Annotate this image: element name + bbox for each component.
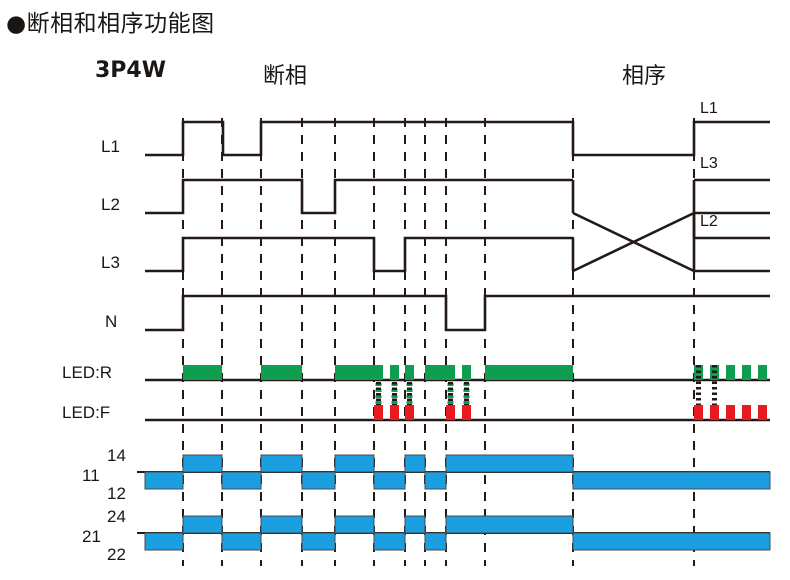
relay-terminal-24: 24 [107, 507, 126, 526]
waveform-l2-crossed [572, 211, 770, 273]
relay-21-block-0 [144, 532, 184, 551]
row-label-l1: L1 [101, 137, 120, 156]
section-label-phase-sequence: 相序 [622, 64, 667, 89]
waveform-n [145, 294, 770, 332]
section-label-phase-loss: 断相 [263, 64, 308, 89]
row-label-l3: L3 [101, 253, 120, 272]
waveform-l1 [145, 120, 770, 157]
relay-21-block-10 [572, 532, 771, 551]
end-label-l1: L1 [700, 100, 718, 117]
led-f-seq-pulse-0 [694, 405, 703, 420]
led-r-block-0 [183, 365, 222, 380]
relay-terminal-12: 12 [107, 484, 126, 503]
led-f-blink-1 [390, 405, 399, 420]
led-f-blink-2 [405, 405, 414, 420]
led-r-seq-pulse-2 [726, 365, 735, 380]
relay-11-block-4 [301, 471, 336, 490]
led-f-seq-pulse-1 [710, 405, 719, 420]
relay-11-block-3 [260, 454, 303, 473]
row-label-led-f: LED:F [62, 403, 111, 422]
relay-11-block-9 [445, 454, 574, 473]
waveform-l3 [145, 236, 573, 273]
relay-21-block-8 [424, 532, 447, 551]
led-r-seq-pulse-4 [758, 365, 767, 380]
relay-11-block-8 [424, 471, 447, 490]
relay-terminal-22: 22 [107, 545, 126, 564]
led-r-block-2 [335, 365, 374, 380]
relay-21-block-5 [334, 515, 375, 534]
led-r-seq-pulse-3 [742, 365, 751, 380]
relay-21-block-1 [182, 515, 223, 534]
page-title: ●断相和相序功能图 [6, 11, 215, 37]
led-f-seq-pulse-2 [726, 405, 735, 420]
led-f-blink-3 [446, 405, 455, 420]
row-label-l2: L2 [101, 195, 120, 214]
relay-11-block-10 [572, 471, 771, 490]
relay-11-block-1 [182, 454, 223, 473]
relay-21-block-6 [373, 532, 406, 551]
row-label-led-r: LED:R [62, 363, 113, 382]
relay-21-block-2 [221, 532, 262, 551]
relay-11-block-0 [144, 471, 184, 490]
relay-21-block-9 [445, 515, 574, 534]
relay-11-block-5 [334, 454, 375, 473]
relay-terminal-11: 11 [82, 466, 100, 485]
section-label-3p4w: 3P4W [95, 58, 167, 83]
end-label-l3: L3 [700, 155, 718, 172]
relay-21-block-7 [404, 515, 426, 534]
waveform-l3-crossed [572, 211, 770, 273]
relay-terminal-14: 14 [107, 446, 126, 465]
relay-21-block-4 [301, 532, 336, 551]
end-label-l2: L2 [700, 213, 718, 230]
row-label-n: N [105, 312, 118, 331]
waveform-l2 [145, 178, 573, 215]
led-r-block-1 [261, 365, 302, 380]
relay-11-block-7 [404, 454, 426, 473]
relay-21-block-3 [260, 515, 303, 534]
led-r-block-4 [485, 365, 573, 380]
relay-11-block-6 [373, 471, 406, 490]
relay-11-block-2 [221, 471, 262, 490]
led-f-blink-4 [462, 405, 471, 420]
led-r-block-3 [425, 365, 446, 380]
led-f-blink-0 [374, 405, 383, 420]
relay-terminal-21: 21 [82, 527, 101, 546]
led-f-seq-pulse-3 [742, 405, 751, 420]
led-f-seq-pulse-4 [758, 405, 767, 420]
